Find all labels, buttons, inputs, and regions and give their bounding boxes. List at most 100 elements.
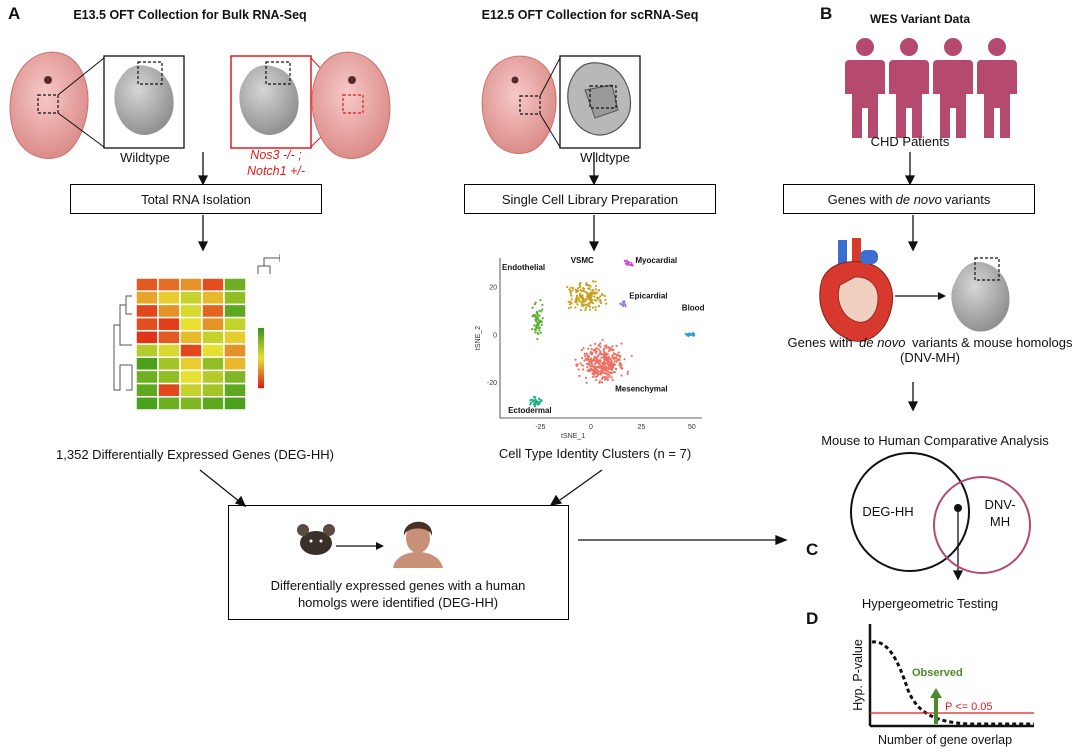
tsne-point-mesenchymal xyxy=(619,355,622,358)
colorbar-step xyxy=(258,338,264,341)
tsne-point-mesenchymal xyxy=(574,358,577,361)
tsne-point-mesenchymal xyxy=(614,353,617,356)
heatmap-cell xyxy=(179,343,203,358)
tsne-point-mesenchymal xyxy=(612,362,615,366)
heatmap-cell xyxy=(201,356,225,372)
tsne-point-mesenchymal xyxy=(608,374,611,378)
tsne-point-endothelial xyxy=(534,331,537,334)
tsne-point-vsmc xyxy=(569,306,573,309)
tsne-point-vsmc xyxy=(594,305,597,309)
tsne-point-mesenchymal xyxy=(595,367,598,370)
tsne-point-mesenchymal xyxy=(587,355,591,358)
tsne-point-vsmc xyxy=(588,293,591,297)
heatmap-cell xyxy=(179,290,203,306)
tsne-point-myocardial xyxy=(630,261,633,264)
tsne-point-mesenchymal xyxy=(604,367,607,370)
heatmap-cell xyxy=(223,382,247,398)
heatmap-cell xyxy=(135,303,159,319)
heatmap-chart xyxy=(113,253,280,411)
single-cell-library-box: Single Cell Library Preparation xyxy=(464,184,716,214)
tsne-point-epicardial xyxy=(622,301,625,304)
tsne-point-mesenchymal xyxy=(596,354,599,357)
tsne-point-blood xyxy=(687,333,690,336)
tsne-point-vsmc xyxy=(593,298,596,302)
tsne-point-endothelial xyxy=(538,314,541,317)
venn-label-dnv-mh: DNV- MH xyxy=(984,497,1016,529)
heatmap-cell xyxy=(201,316,225,332)
heatmap-cell xyxy=(157,303,181,319)
tsne-point-mesenchymal xyxy=(609,357,612,361)
tsne-x-tick: 0 xyxy=(589,424,593,431)
tsne-cluster-label: Mesenchymal xyxy=(615,385,667,394)
panel-label-c: C xyxy=(806,540,819,559)
heatmap-cell xyxy=(201,369,225,385)
colorbar-step xyxy=(258,382,264,385)
tsne-point-vsmc xyxy=(594,280,597,283)
hypergeometric-title: Hypergeometric Testing xyxy=(861,596,999,611)
tsne-point-mesenchymal xyxy=(594,342,597,346)
tsne-point-mesenchymal xyxy=(604,344,608,348)
tsne-point-mesenchymal xyxy=(591,363,594,366)
crop-box-left xyxy=(37,94,59,114)
tsne-point-epicardial xyxy=(620,303,623,306)
tsne-point-mesenchymal xyxy=(606,353,609,356)
tsne-point-ectodermal xyxy=(534,401,537,404)
tsne-point-mesenchymal xyxy=(606,376,610,379)
tsne-point-endothelial xyxy=(540,320,543,323)
tsne-point-mesenchymal xyxy=(601,338,604,341)
mutant-genotype-label: Nos3 -/- ; Notch1 +/- xyxy=(246,148,305,178)
tsne-point-mesenchymal xyxy=(599,345,602,348)
tsne-point-blood xyxy=(692,333,695,336)
tsne-point-mesenchymal xyxy=(598,381,601,384)
tsne-point-mesenchymal xyxy=(593,362,597,366)
tsne-point-mesenchymal xyxy=(617,358,621,361)
heatmap-colorbar xyxy=(258,328,264,389)
heatmap-cell xyxy=(179,277,203,292)
tsne-point-vsmc xyxy=(593,295,596,298)
tsne-x-tick: 25 xyxy=(638,424,646,431)
colorbar-step xyxy=(258,352,264,355)
tsne-point-vsmc xyxy=(585,303,588,307)
tsne-point-mesenchymal xyxy=(600,361,603,364)
tsne-point-mesenchymal xyxy=(613,360,616,363)
tsne-point-mesenchymal xyxy=(611,379,614,382)
tsne-point-vsmc xyxy=(577,289,580,293)
heatmap-cell xyxy=(179,369,203,385)
tsne-point-mesenchymal xyxy=(590,347,593,351)
tsne-point-mesenchymal xyxy=(593,359,597,362)
heatmap-cell xyxy=(201,396,225,411)
tsne-point-vsmc xyxy=(596,291,599,294)
tsne-point-mesenchymal xyxy=(594,369,597,372)
tsne-point-vsmc xyxy=(578,284,581,287)
heatmap-cell xyxy=(179,396,203,411)
tsne-point-mesenchymal xyxy=(615,344,618,348)
human-icon xyxy=(393,521,443,568)
tsne-point-vsmc xyxy=(605,302,608,305)
tsne-point-vsmc xyxy=(588,305,592,308)
colorbar-step xyxy=(258,356,264,359)
tsne-point-mesenchymal xyxy=(586,366,589,369)
tsne-point-vsmc xyxy=(566,285,569,289)
embryo-wildtype-sc xyxy=(481,55,557,154)
human-homolog-text: Differentially expressed genes with a hu… xyxy=(270,578,526,610)
heatmap-cell xyxy=(223,396,247,411)
tsne-point-mesenchymal xyxy=(579,362,582,365)
heatmap-cell xyxy=(201,290,225,306)
heatmap-cell xyxy=(223,343,247,358)
tsne-point-mesenchymal xyxy=(594,351,598,354)
tsne-point-mesenchymal xyxy=(626,372,629,376)
tsne-point-mesenchymal xyxy=(597,348,600,351)
tsne-point-vsmc xyxy=(589,297,593,300)
tsne-point-ectodermal xyxy=(531,400,535,403)
tsne-point-endothelial xyxy=(531,328,534,331)
tsne-point-vsmc xyxy=(597,304,601,308)
tsne-point-mesenchymal xyxy=(578,374,581,377)
tsne-point-mesenchymal xyxy=(608,371,611,374)
heatmap-cell xyxy=(157,316,181,332)
threshold-label: P <= 0.05 xyxy=(945,701,993,713)
tsne-point-mesenchymal xyxy=(603,365,606,368)
mouse-heart-homolog xyxy=(951,257,1010,332)
tsne-point-endothelial xyxy=(539,331,542,334)
heatmap-cell xyxy=(157,396,181,411)
tsne-point-vsmc xyxy=(603,294,606,298)
